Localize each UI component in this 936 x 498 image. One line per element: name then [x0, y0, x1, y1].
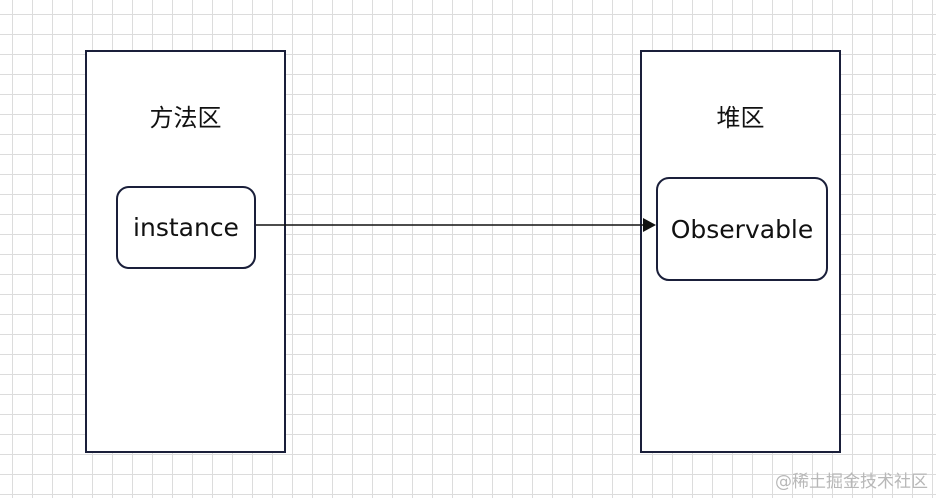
- instance-node-label: instance: [133, 213, 239, 242]
- method-area-title: 方法区: [149, 104, 222, 132]
- watermark-text: @稀土掘金技术社区: [775, 472, 928, 492]
- observable-node[interactable]: Observable: [656, 177, 828, 281]
- instance-node[interactable]: instance: [116, 186, 256, 269]
- heap-title: 堆区: [716, 104, 765, 132]
- observable-node-label: Observable: [670, 214, 814, 244]
